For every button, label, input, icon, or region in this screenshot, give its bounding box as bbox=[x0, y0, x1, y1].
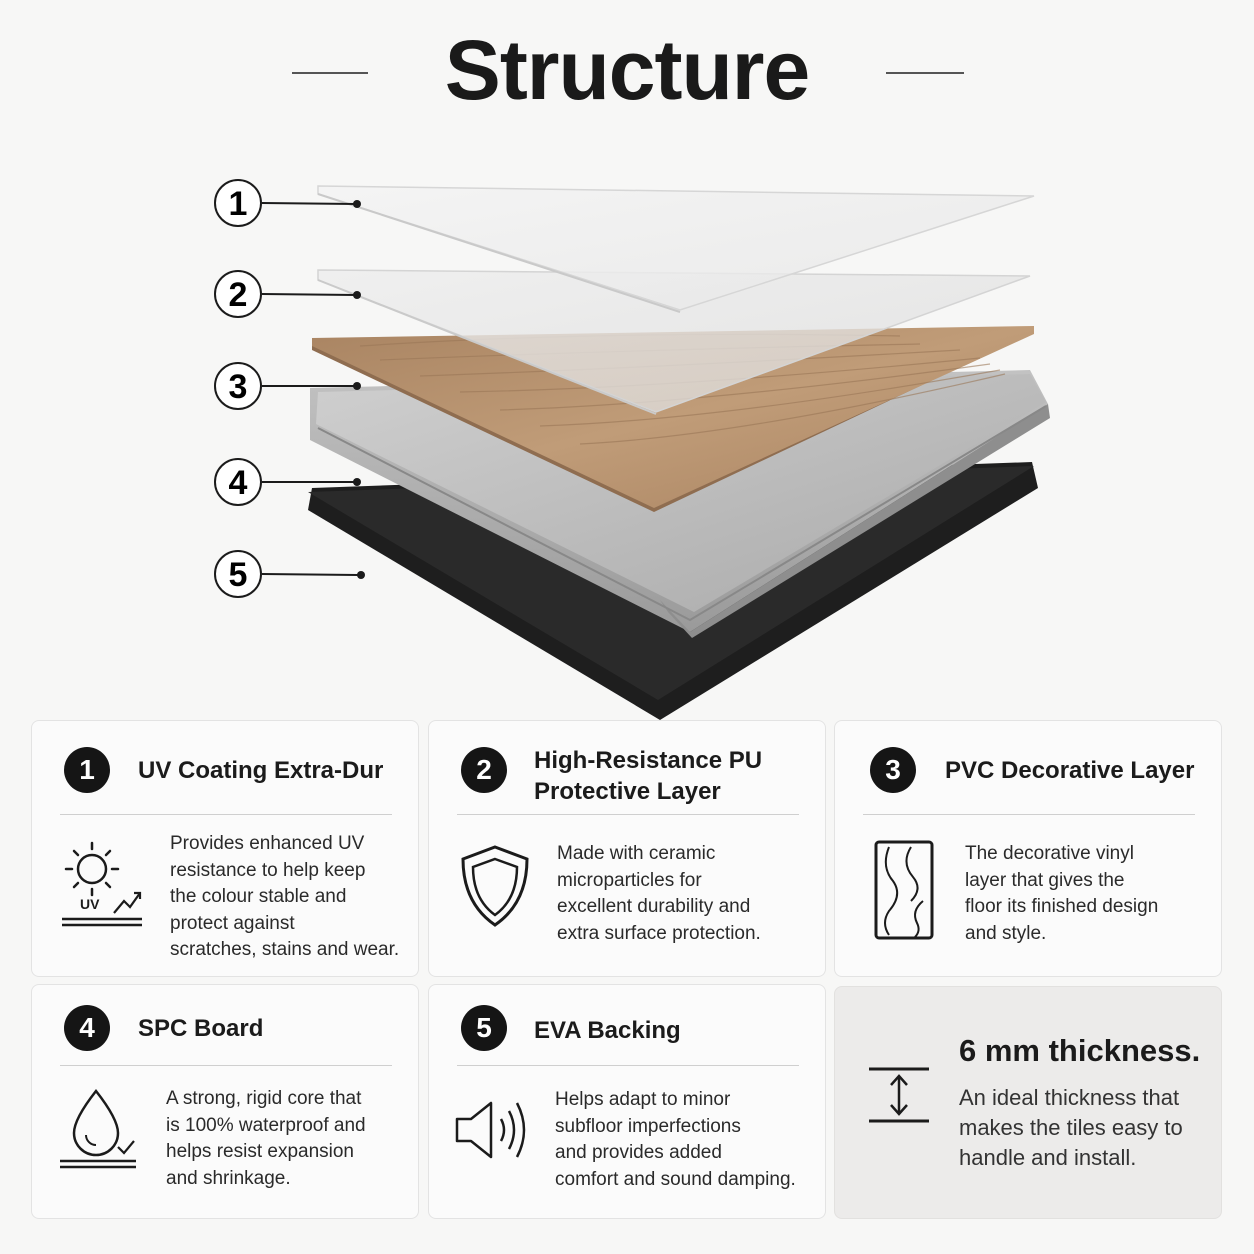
desc-line: subfloor imperfections bbox=[555, 1115, 741, 1137]
callout-2: 2 bbox=[214, 270, 361, 318]
desc-line: and shrinkage. bbox=[166, 1167, 291, 1189]
card-eva-backing: 5 EVA Backing Helps adapt to minor subfl… bbox=[428, 984, 826, 1219]
card-thickness: 6 mm thickness. An ideal thickness that … bbox=[834, 986, 1222, 1219]
card-number-badge: 2 bbox=[461, 747, 507, 793]
svg-text:1: 1 bbox=[229, 185, 248, 223]
desc-line: A strong, rigid core that bbox=[166, 1088, 362, 1109]
desc-line: microparticles for bbox=[557, 869, 702, 891]
layer-diagram: 1 2 3 4 5 bbox=[214, 179, 1050, 720]
card-title-line: Protective Layer bbox=[534, 778, 721, 805]
thickness-title: 6 mm thickness. bbox=[959, 1033, 1201, 1068]
desc-line: Helps adapt to minor bbox=[555, 1089, 731, 1110]
card-pu-protective: 2 High-Resistance PU Protective Layer Ma… bbox=[428, 720, 826, 977]
card-title-line: High-Resistance PU bbox=[534, 747, 763, 774]
card-number-badge: 3 bbox=[870, 747, 916, 793]
water-drop-icon bbox=[60, 1088, 136, 1169]
card-title: PVC Decorative Layer bbox=[945, 757, 1195, 784]
card-description: Helps adapt to minor subfloor imperfecti… bbox=[555, 1087, 796, 1193]
desc-line: An ideal thickness that bbox=[959, 1085, 1180, 1110]
desc-line: and provides added bbox=[555, 1142, 722, 1163]
title-rule-left bbox=[292, 72, 368, 74]
page-title: Structure bbox=[444, 23, 810, 117]
desc-line: protect against bbox=[170, 912, 295, 934]
callout-3: 3 bbox=[214, 362, 361, 410]
card-divider bbox=[60, 1065, 392, 1066]
uv-sun-icon: UV bbox=[62, 841, 142, 927]
card-spc-board: 4 SPC Board A strong, rigid core that is… bbox=[31, 984, 419, 1219]
svg-text:5: 5 bbox=[229, 556, 248, 594]
desc-line: is 100% waterproof and bbox=[166, 1114, 366, 1136]
card-description: Provides enhanced UV resistance to help … bbox=[170, 831, 399, 964]
title-area: Structure bbox=[0, 20, 1254, 130]
desc-line: excellent durability and bbox=[557, 896, 751, 917]
desc-line: Made with ceramic bbox=[557, 843, 716, 864]
svg-text:3: 3 bbox=[229, 368, 248, 406]
desc-line: helps resist expansion bbox=[166, 1141, 354, 1162]
card-divider bbox=[457, 814, 799, 815]
callout-4: 4 bbox=[214, 458, 361, 506]
card-description: A strong, rigid core that is 100% waterp… bbox=[166, 1086, 366, 1192]
card-uv-coating: 1 UV Coating Extra-Dur UV Provides enhan… bbox=[31, 720, 419, 977]
card-title: EVA Backing bbox=[534, 1017, 681, 1044]
card-title: UV Coating Extra-Dur bbox=[138, 757, 384, 784]
card-description: The decorative vinyl layer that gives th… bbox=[965, 841, 1158, 947]
desc-line: makes the tiles easy to bbox=[959, 1115, 1183, 1140]
desc-line: extra surface protection. bbox=[557, 922, 761, 944]
card-title: High-Resistance PU Protective Layer bbox=[534, 745, 762, 807]
vertical-measure-icon bbox=[869, 1067, 929, 1123]
svg-text:2: 2 bbox=[229, 276, 248, 314]
card-divider bbox=[457, 1065, 799, 1066]
card-number-badge: 1 bbox=[64, 747, 110, 793]
desc-line: comfort and sound damping. bbox=[555, 1168, 796, 1190]
desc-line: and style. bbox=[965, 922, 1047, 944]
callout-5: 5 bbox=[214, 550, 365, 598]
card-title: SPC Board bbox=[138, 1015, 264, 1042]
wood-grain-panel-icon bbox=[874, 840, 934, 940]
desc-line: scratches, stains and wear. bbox=[170, 939, 400, 960]
svg-text:UV: UV bbox=[80, 896, 100, 912]
card-number-badge: 4 bbox=[64, 1005, 110, 1051]
shield-icon bbox=[461, 845, 529, 927]
desc-line: The decorative vinyl bbox=[965, 843, 1134, 864]
desc-line: handle and install. bbox=[959, 1145, 1137, 1170]
callout-1: 1 bbox=[214, 179, 361, 227]
desc-line: resistance to help keep bbox=[170, 859, 366, 881]
desc-line: layer that gives the bbox=[965, 869, 1125, 891]
card-pvc-decorative: 3 PVC Decorative Layer The decorative vi… bbox=[834, 720, 1222, 977]
desc-line: Provides enhanced UV bbox=[170, 833, 365, 854]
speaker-sound-icon bbox=[455, 1101, 526, 1159]
card-description: Made with ceramic microparticles for exc… bbox=[557, 841, 761, 947]
card-divider bbox=[60, 814, 392, 815]
thickness-description: An ideal thickness that makes the tiles … bbox=[959, 1083, 1183, 1173]
svg-text:4: 4 bbox=[229, 464, 248, 502]
desc-line: floor its finished design bbox=[965, 896, 1159, 917]
layer-uv-coating bbox=[317, 185, 1035, 313]
title-rule-right bbox=[886, 72, 964, 74]
card-divider bbox=[863, 814, 1195, 815]
card-number-badge: 5 bbox=[461, 1005, 507, 1051]
desc-line: the colour stable and bbox=[170, 886, 347, 907]
